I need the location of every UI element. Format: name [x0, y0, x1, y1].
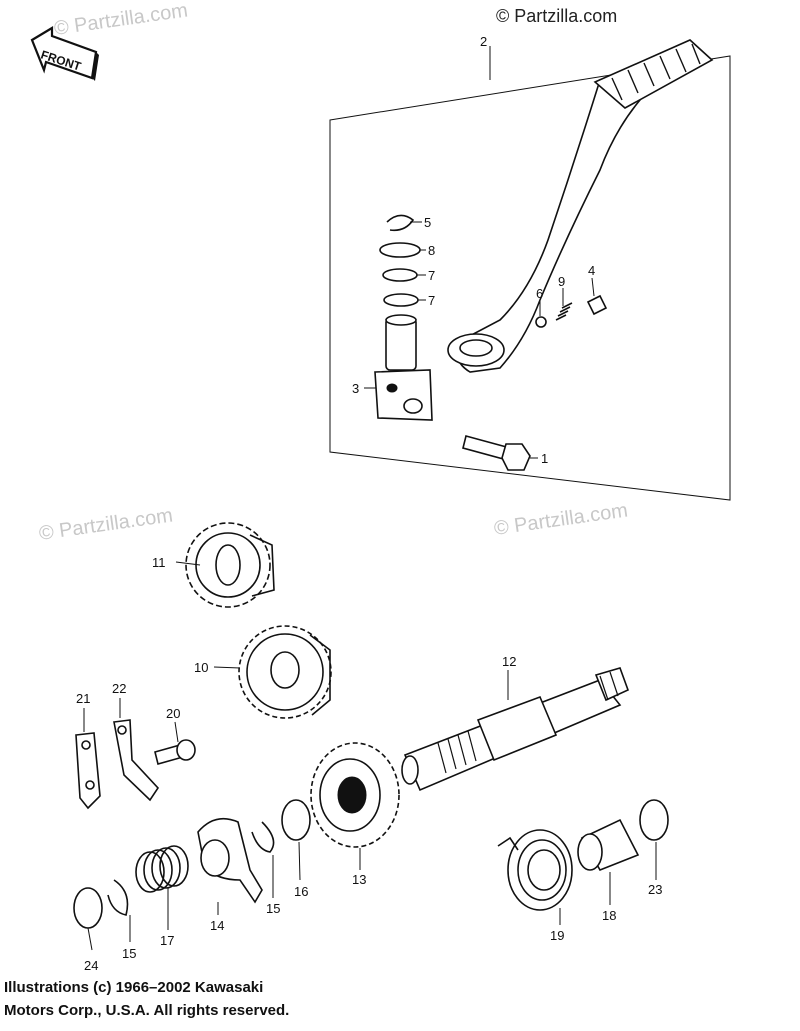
callout-15-lower: 15	[122, 946, 136, 961]
watermark-left: © Partzilla.com	[38, 504, 175, 545]
circlip-lower	[107, 879, 129, 916]
snap-ring	[386, 214, 415, 232]
ratchet-spring	[135, 845, 189, 893]
front-arrow-icon: FRONT	[30, 26, 99, 81]
kick-spring	[497, 829, 573, 911]
watermark-right: © Partzilla.com	[493, 499, 630, 540]
callout-2: 2	[480, 34, 487, 49]
callout-16: 16	[294, 884, 308, 899]
washer	[379, 242, 421, 258]
o-ring-lower	[383, 293, 419, 307]
detent-spring	[555, 302, 573, 321]
washer-24	[73, 887, 103, 929]
copyright-line-1: Illustrations (c) 1966–2002 Kawasaki	[4, 979, 264, 996]
o-ring-upper	[382, 268, 418, 282]
callout-12: 12	[502, 654, 516, 669]
copyright-notice: Illustrations (c) 1966–2002 Kawasaki Mot…	[4, 976, 504, 1022]
callout-3: 3	[352, 381, 359, 396]
pedal-bolt	[462, 435, 531, 471]
callout-24: 24	[84, 958, 98, 973]
gear-13	[310, 742, 400, 848]
kick-joint	[374, 314, 433, 421]
callout-13: 13	[352, 872, 366, 887]
kick-shaft	[401, 667, 630, 792]
watermark-corner: © Partzilla.com	[53, 0, 190, 40]
plate-22	[113, 719, 160, 802]
copyright-line-2: Motors Corp., U.S.A. All rights reserved…	[4, 1002, 290, 1019]
steel-ball	[535, 316, 547, 328]
callout-6: 6	[536, 286, 543, 301]
assembly-panel	[329, 55, 731, 501]
bolt-20	[154, 739, 196, 765]
plate-21	[75, 732, 101, 810]
leader-lines	[83, 46, 657, 951]
callout-17: 17	[160, 933, 174, 948]
callout-14: 14	[210, 918, 224, 933]
washer-16	[281, 799, 311, 841]
callout-5: 5	[424, 215, 431, 230]
circlip-upper	[251, 821, 275, 853]
callout-4: 4	[588, 263, 595, 278]
callout-15-upper: 15	[266, 901, 280, 916]
watermark-top: © Partzilla.com	[496, 6, 617, 26]
washer-23	[639, 799, 669, 841]
callout-22: 22	[112, 681, 126, 696]
spring-guide	[577, 818, 640, 872]
callout-11: 11	[152, 555, 166, 570]
callout-9: 9	[558, 274, 565, 289]
ratchet	[197, 817, 263, 904]
callout-7-lower: 7	[428, 293, 435, 308]
callout-7-upper: 7	[428, 268, 435, 283]
callout-23: 23	[648, 882, 662, 897]
callout-1: 1	[541, 451, 548, 466]
callout-18: 18	[602, 908, 616, 923]
callout-20: 20	[166, 706, 180, 721]
callout-21: 21	[76, 691, 90, 706]
gear-11	[185, 522, 275, 608]
callout-8: 8	[428, 243, 435, 258]
callout-19: 19	[550, 928, 564, 943]
plug	[586, 294, 608, 316]
gear-10	[238, 625, 332, 719]
callout-10: 10	[194, 660, 208, 675]
kick-pedal-arm	[447, 39, 714, 373]
